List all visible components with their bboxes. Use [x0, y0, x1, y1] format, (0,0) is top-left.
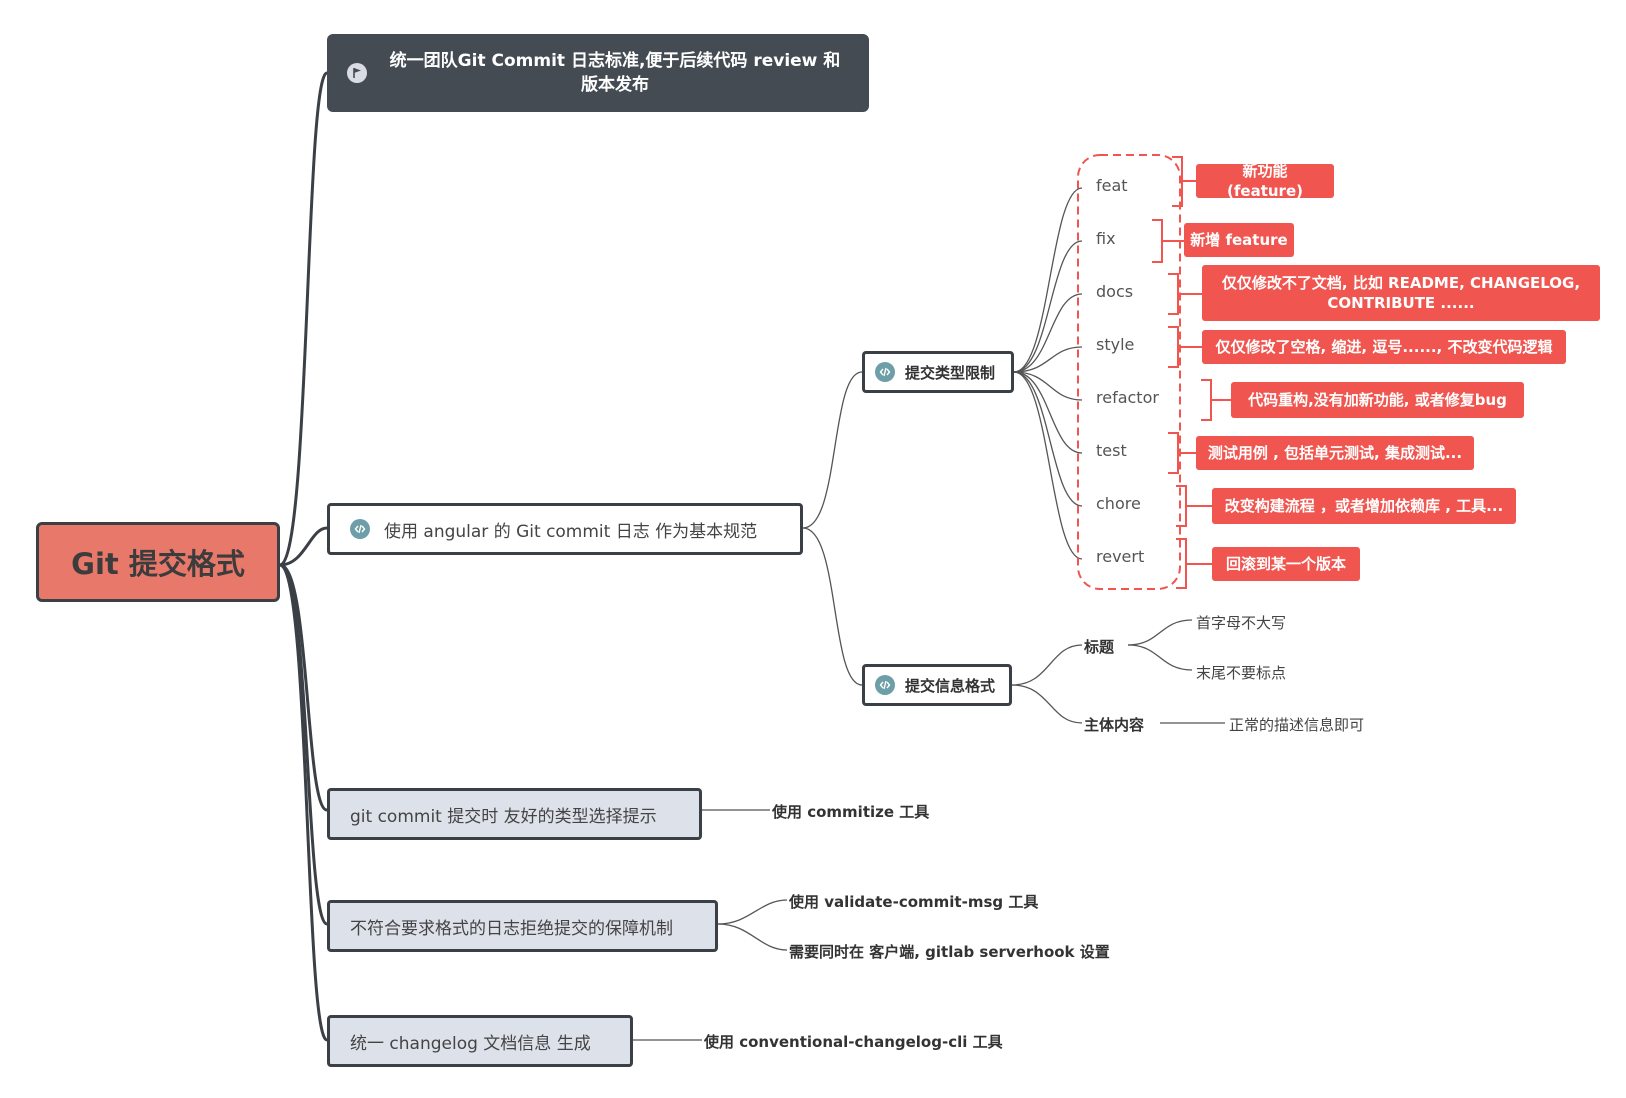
callout-style[interactable]: 仅仅修改了空格, 缩进, 逗号......, 不改变代码逻辑 — [1202, 330, 1566, 364]
commitizen-tool[interactable]: 使用 commitize 工具 — [772, 803, 930, 821]
callout-refactor[interactable]: 代码重构,没有加新功能, 或者修复bug — [1231, 382, 1524, 418]
callout-chore[interactable]: 改变构建流程 ，或者增加依赖库 , 工具... — [1212, 488, 1516, 524]
code-icon — [875, 362, 895, 382]
callout-test[interactable]: 测试用例 , 包括单元测试, 集成测试... — [1196, 436, 1474, 470]
angular-node[interactable]: 使用 angular 的 Git commit 日志 作为基本规范 — [327, 503, 803, 555]
type-test[interactable]: test — [1094, 441, 1129, 460]
changelog-label: 统一 changelog 文档信息 生成 — [350, 1033, 591, 1054]
goal-node[interactable]: 统一团队Git Commit 日志标准,便于后续代码 review 和 版本发布 — [327, 34, 869, 112]
callout-revert[interactable]: 回滚到某一个版本 — [1212, 547, 1360, 581]
type-limit-label: 提交类型限制 — [905, 363, 996, 382]
msg-format-label: 提交信息格式 — [905, 676, 996, 695]
type-feat[interactable]: feat — [1094, 176, 1130, 195]
validate-node[interactable]: 不符合要求格式的日志拒绝提交的保障机制 — [327, 900, 718, 952]
type-chore[interactable]: chore — [1094, 494, 1143, 513]
body-node[interactable]: 主体内容 — [1084, 716, 1145, 734]
title-rule-2[interactable]: 末尾不要标点 — [1196, 664, 1287, 682]
flag-icon — [347, 63, 367, 83]
type-fix[interactable]: fix — [1094, 229, 1118, 248]
changelog-tool[interactable]: 使用 conventional-changelog-cli 工具 — [704, 1033, 1003, 1051]
validate-serverhook[interactable]: 需要同时在 客户端, gitlab serverhook 设置 — [789, 943, 1110, 961]
changelog-node[interactable]: 统一 changelog 文档信息 生成 — [327, 1015, 633, 1067]
code-icon — [350, 519, 370, 539]
angular-label: 使用 angular 的 Git commit 日志 作为基本规范 — [384, 521, 758, 542]
goal-label: 统一团队Git Commit 日志标准,便于后续代码 review 和 版本发布 — [389, 51, 841, 95]
callout-docs[interactable]: 仅仅修改不了文档, 比如 README, CHANGELOG, CONTRIBU… — [1202, 265, 1600, 321]
title-node[interactable]: 标题 — [1084, 638, 1115, 656]
validate-label: 不符合要求格式的日志拒绝提交的保障机制 — [350, 918, 673, 939]
title-rule-1[interactable]: 首字母不大写 — [1196, 614, 1287, 632]
type-docs[interactable]: docs — [1094, 282, 1136, 301]
callout-feat[interactable]: 新功能 (feature) — [1196, 162, 1334, 200]
type-style[interactable]: style — [1094, 335, 1137, 354]
validate-tool[interactable]: 使用 validate-commit-msg 工具 — [789, 893, 1039, 911]
commitizen-node[interactable]: git commit 提交时 友好的类型选择提示 — [327, 788, 702, 840]
type-refactor[interactable]: refactor — [1094, 388, 1161, 407]
root-label: Git 提交格式 — [71, 547, 245, 581]
body-rule[interactable]: 正常的描述信息即可 — [1229, 716, 1365, 734]
callout-fix[interactable]: 新增 feature — [1184, 223, 1294, 257]
type-revert[interactable]: revert — [1094, 547, 1147, 566]
root-node[interactable]: Git 提交格式 — [36, 522, 280, 602]
msg-format-node[interactable]: 提交信息格式 — [862, 664, 1012, 706]
commitizen-label: git commit 提交时 友好的类型选择提示 — [350, 806, 657, 827]
code-icon — [875, 675, 895, 695]
type-limit-node[interactable]: 提交类型限制 — [862, 351, 1014, 393]
